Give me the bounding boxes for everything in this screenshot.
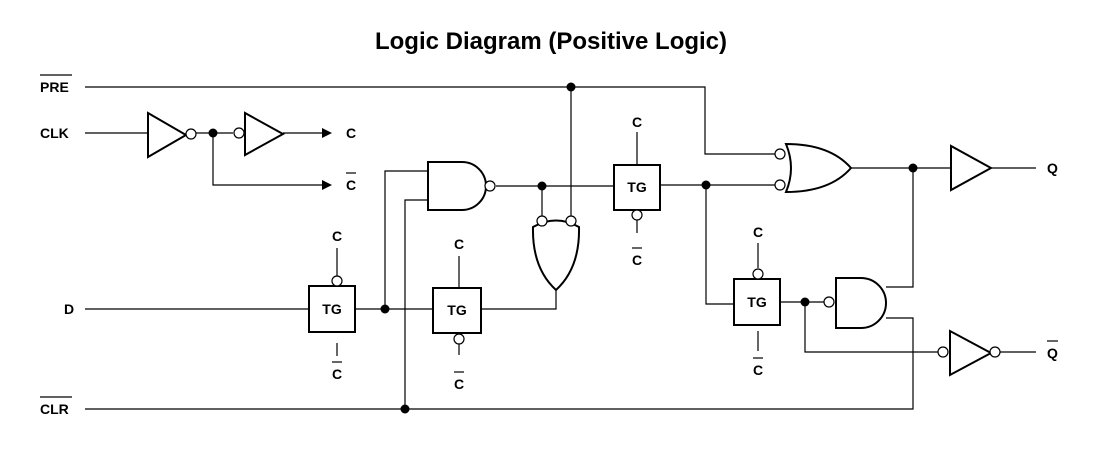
wire-clr-nand bbox=[404, 199, 428, 409]
tg-1-label: TG bbox=[322, 301, 342, 317]
or-output-bubble-bottom bbox=[774, 179, 786, 191]
nand-gate bbox=[427, 161, 487, 211]
wire-cbar-out bbox=[212, 133, 322, 186]
tg-2: TG bbox=[432, 287, 482, 345]
wire-tg4-qbar bbox=[804, 302, 940, 353]
tg-2-label: TG bbox=[447, 302, 467, 318]
tg-3-label: TG bbox=[627, 179, 647, 195]
wire-q-feedback bbox=[886, 168, 914, 288]
qbar-output-bubble bbox=[989, 346, 1001, 358]
wire-tg2-or bbox=[481, 290, 557, 310]
clk-inverter-2-bubble bbox=[233, 127, 245, 139]
q-buffer bbox=[950, 144, 994, 192]
nand-bubble bbox=[484, 180, 496, 192]
tg-1-cbar: C bbox=[332, 366, 342, 382]
tg-4-c: C bbox=[753, 224, 763, 240]
tg-3-cbar: C bbox=[632, 252, 642, 268]
tg-4-cbar: C bbox=[753, 362, 763, 378]
wires bbox=[85, 86, 1036, 410]
tg-2-cbar: C bbox=[454, 376, 464, 392]
tg-1-c: C bbox=[332, 228, 342, 244]
label-c-out: C bbox=[346, 125, 356, 141]
tg-4: TG bbox=[733, 268, 781, 326]
label-qbar: Q bbox=[1047, 345, 1058, 361]
or-vertical-bubble-left bbox=[536, 215, 548, 227]
or-output-bubble-top bbox=[774, 148, 786, 160]
label-cbar-out: C bbox=[346, 177, 356, 193]
and-lower-bubble bbox=[823, 296, 835, 308]
label-pre: PRE bbox=[40, 79, 69, 95]
tg-2-c: C bbox=[454, 236, 464, 252]
wire-to-nand bbox=[384, 170, 428, 309]
arrow-c bbox=[322, 128, 332, 138]
page-title: Logic Diagram (Positive Logic) bbox=[374, 28, 728, 55]
label-clr: CLR bbox=[40, 401, 69, 417]
or-gate-output bbox=[784, 142, 853, 194]
arrow-cbar bbox=[322, 180, 332, 190]
junctions bbox=[208, 82, 918, 414]
tg-3-c: C bbox=[632, 114, 642, 130]
label-clk: CLK bbox=[40, 125, 69, 141]
tg-1: TG bbox=[308, 275, 356, 333]
tg-3: TG bbox=[613, 164, 661, 221]
label-q: Q bbox=[1047, 160, 1058, 176]
wire-pre bbox=[85, 86, 778, 155]
or-vertical-bubble-right bbox=[565, 215, 577, 227]
and-gate-lower bbox=[835, 277, 887, 329]
tg-4-label: TG bbox=[747, 294, 767, 310]
qbar-input-bubble bbox=[937, 346, 949, 358]
wire-tg3-tg4 bbox=[705, 185, 734, 305]
or-gate-vertical bbox=[531, 219, 581, 292]
qbar-inverter bbox=[949, 329, 994, 377]
wire-clr bbox=[85, 317, 914, 410]
clk-inverter-2 bbox=[244, 111, 286, 157]
labels: PRE CLK D CLR C C C C C C C C C C Q Q bbox=[40, 74, 1058, 417]
clk-inverter-1-bubble bbox=[185, 128, 197, 140]
clk-inverter-1 bbox=[147, 111, 188, 159]
label-d: D bbox=[64, 301, 74, 317]
